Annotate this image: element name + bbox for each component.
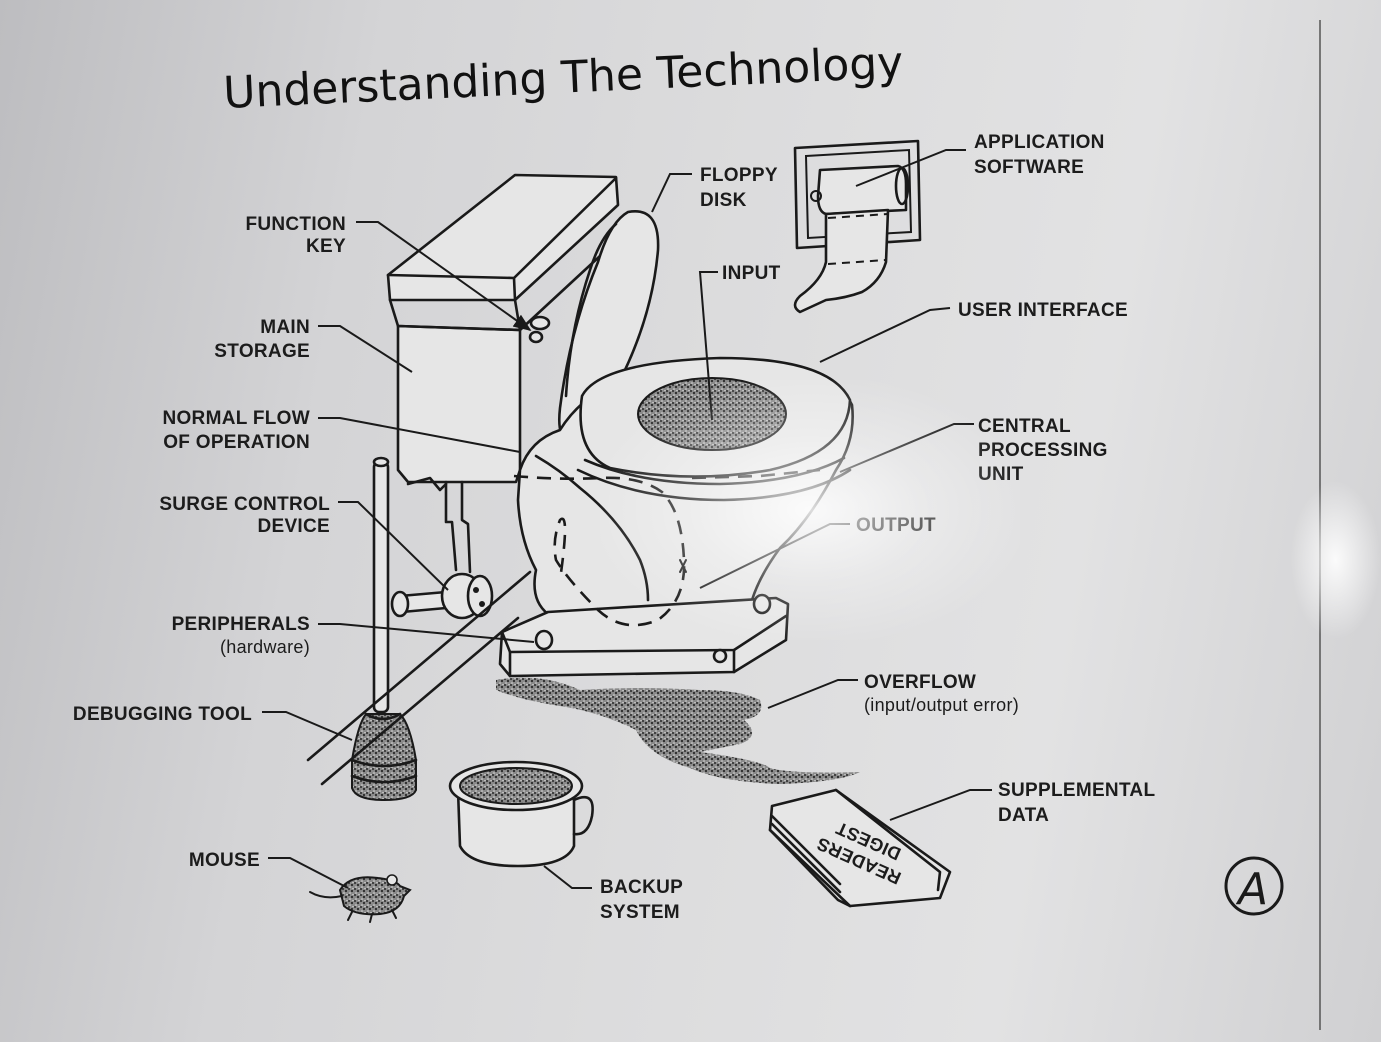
book-illustration: READERS DIGEST: [768, 788, 952, 908]
label-main-storage-1: MAIN: [260, 317, 310, 338]
label-surge-control-2: DEVICE: [257, 516, 330, 537]
label-input: INPUT: [722, 263, 781, 284]
label-application-software-1: APPLICATION: [974, 132, 1105, 153]
label-floppy-disk-2: DISK: [700, 190, 747, 211]
labels-left: FUNCTION KEY MAIN STORAGE NORMAL FLOW OF…: [73, 214, 346, 871]
mouse-illustration: [309, 874, 412, 923]
toilet-bowl: [498, 356, 854, 678]
label-peripherals-1: PERIPHERALS: [172, 614, 310, 635]
label-normal-flow-2: OF OPERATION: [163, 432, 310, 453]
label-supplemental-data-2: DATA: [998, 805, 1049, 826]
label-cpu-1: CENTRAL: [978, 416, 1071, 437]
toilet-paper-illustration: [793, 139, 922, 314]
publisher-logo: A: [1224, 856, 1284, 916]
plunger: [350, 456, 418, 802]
label-supplemental-data-1: SUPPLEMENTAL: [998, 780, 1155, 801]
label-overflow-1: OVERFLOW: [864, 672, 976, 693]
label-debugging-tool: DEBUGGING TOOL: [73, 704, 252, 725]
label-backup-system-2: SYSTEM: [600, 902, 680, 923]
label-floppy-disk-1: FLOPPY: [700, 165, 778, 186]
label-function-key-1: FUNCTION: [245, 214, 346, 235]
label-mouse: MOUSE: [189, 850, 260, 871]
label-peripherals-2: (hardware): [220, 637, 310, 657]
label-function-key-2: KEY: [306, 236, 346, 257]
chamber-pot: [448, 760, 594, 868]
page-title: Understanding The Technology: [222, 37, 904, 119]
label-backup-system-1: BACKUP: [600, 877, 683, 898]
label-cpu-2: PROCESSING: [978, 440, 1108, 461]
label-surge-control-1: SURGE CONTROL: [159, 494, 330, 515]
label-overflow-2: (input/output error): [864, 695, 1019, 715]
label-normal-flow-1: NORMAL FLOW: [162, 408, 310, 429]
overflow-puddle: [496, 677, 860, 784]
label-application-software-2: SOFTWARE: [974, 157, 1084, 178]
logo-letter: A: [1235, 864, 1268, 915]
floor-lines: [306, 570, 532, 786]
label-output: OUTPUT: [856, 515, 936, 536]
label-main-storage-2: STORAGE: [214, 341, 310, 362]
label-user-interface: USER INTERFACE: [958, 300, 1128, 321]
supply-pipe-valve: [390, 476, 494, 620]
label-cpu-3: UNIT: [978, 464, 1024, 485]
